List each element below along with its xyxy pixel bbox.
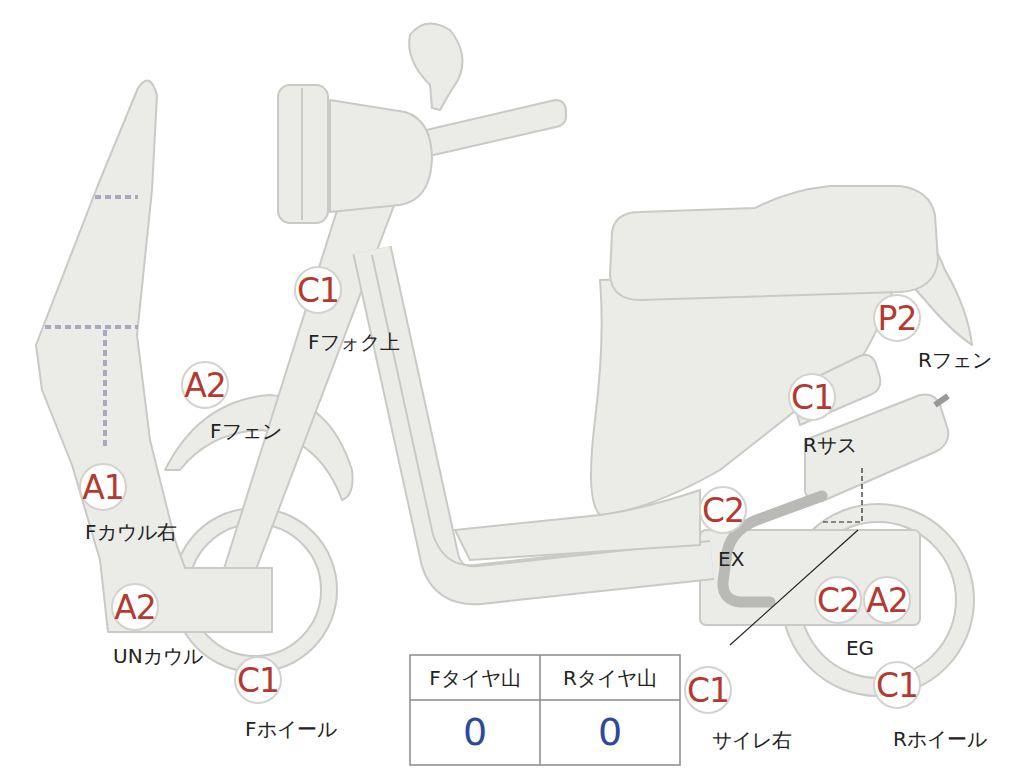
part-name: Rホイール	[893, 727, 987, 751]
damage-callout: C2EX	[699, 486, 747, 534]
table-cell: Rタイヤ山	[563, 666, 657, 690]
frame	[372, 250, 712, 585]
part-name: EX	[718, 547, 744, 571]
part-name: Fカウル右	[85, 520, 177, 544]
damage-code: A2	[111, 583, 159, 631]
damage-callout: P2Rフェン	[873, 294, 921, 342]
damage-callout: C1サイレ右	[684, 666, 732, 714]
damage-code: C1	[234, 656, 282, 704]
damage-callout: A2	[863, 576, 911, 624]
front-cowl	[36, 80, 272, 632]
headlight-body	[330, 100, 432, 212]
damage-callout: C1Rサス	[788, 373, 836, 421]
part-name: サイレ右	[712, 728, 792, 752]
damage-callout: C2	[814, 576, 862, 624]
damage-code: C1	[684, 666, 732, 714]
table-cell: 0	[463, 710, 487, 756]
part-name: Fフォク上	[308, 330, 400, 354]
floorboard	[455, 490, 700, 560]
damage-callout: C1Rホイール	[873, 661, 921, 709]
tread-table	[410, 655, 680, 765]
part-name: UNカウル	[113, 644, 203, 668]
damage-code: A2	[181, 361, 229, 409]
damage-callout: C1Fホイール	[234, 656, 282, 704]
damage-callout: A2UNカウル	[111, 583, 159, 631]
damage-callout: A2Fフェン	[181, 361, 229, 409]
front-fork	[222, 185, 398, 585]
table-cell: Fタイヤ山	[429, 666, 521, 690]
part-name: Fホイール	[245, 717, 337, 741]
damage-code: C1	[873, 661, 921, 709]
damage-code: C1	[788, 373, 836, 421]
damage-code: C2	[814, 576, 862, 624]
damage-code: A1	[79, 463, 127, 511]
table-cell: 0	[598, 710, 622, 756]
part-name: Fフェン	[210, 419, 282, 443]
seat	[610, 186, 938, 300]
part-name: Rフェン	[918, 348, 992, 372]
damage-callout: A1Fカウル右	[79, 463, 127, 511]
damage-code: A2	[863, 576, 911, 624]
damage-code: C1	[294, 266, 342, 314]
part-name: Rサス	[803, 433, 857, 457]
part-name: EG	[846, 636, 874, 660]
damage-callout: C1Fフォク上	[294, 266, 342, 314]
mirror	[409, 24, 462, 110]
damage-code: P2	[873, 294, 921, 342]
damage-code: C2	[699, 486, 747, 534]
headlight	[278, 85, 328, 223]
